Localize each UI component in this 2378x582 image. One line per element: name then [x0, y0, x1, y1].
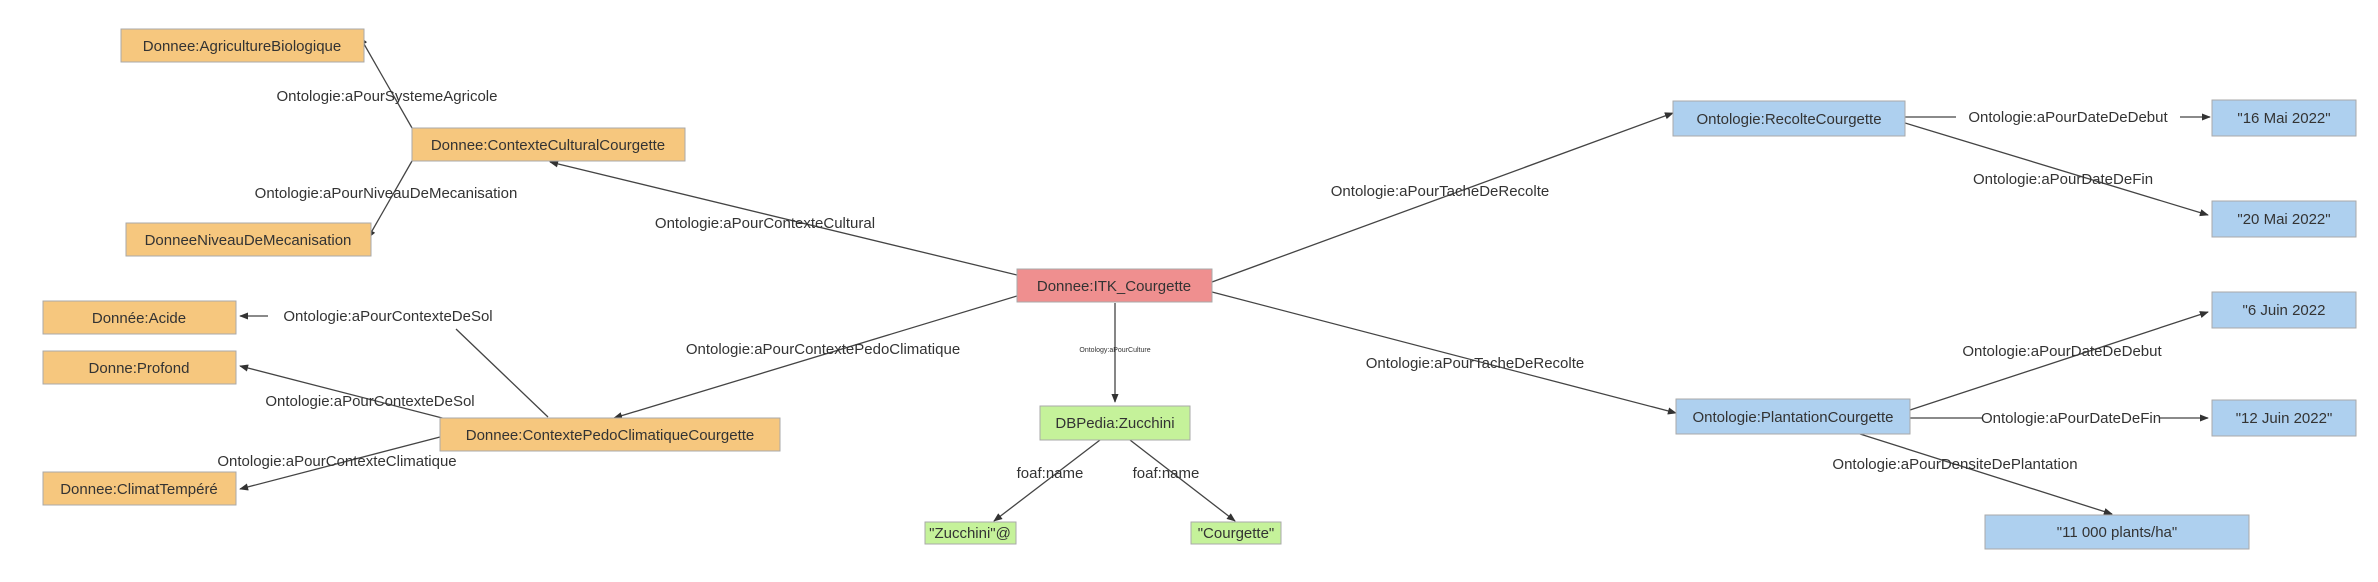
svg-text:Ontologie:PlantationCourgette: Ontologie:PlantationCourgette: [1693, 409, 1894, 426]
edge-label-contexte-sol-1: Ontologie:aPourContexteDeSol: [283, 308, 492, 325]
edge-label-foaf-name-1: foaf:name: [1017, 465, 1084, 482]
edge-label-date-debut-2: Ontologie:aPourDateDeDebut: [1962, 343, 2162, 360]
edge-date-fin-1: Ontologie:aPourDateDeFin: [1904, 122, 2209, 217]
node-densite-plantation: "11 000 plants/ha": [1984, 514, 2250, 550]
edge-label-culture: Ontology:aPourCulture: [1079, 347, 1150, 354]
edge-densite: Ontologie:aPourDensiteDePlantation: [1832, 433, 2113, 515]
node-pedo-climatique: Donnee:ContextePedoClimatiqueCourgette: [439, 417, 781, 452]
node-dbpedia-zucchini: DBPedia:Zucchini: [1039, 405, 1191, 441]
edge-date-debut-1: Ontologie:aPourDateDeDebut: [1905, 109, 2211, 126]
node-name-zucchini: "Zucchini"@: [924, 521, 1017, 545]
node-name-courgette: "Courgette": [1190, 521, 1282, 545]
node-profond: Donne:Profond: [42, 350, 237, 385]
svg-text:"16 Mai 2022": "16 Mai 2022": [2237, 110, 2330, 127]
svg-text:"12 Juin 2022": "12 Juin 2022": [2236, 410, 2333, 427]
edge-label-tache-recolte-1: Ontologie:aPourTacheDeRecolte: [1331, 183, 1549, 200]
svg-text:"11 000 plants/ha": "11 000 plants/ha": [2057, 524, 2177, 541]
edge-tache-recolte-2: Ontologie:aPourTacheDeRecolte: [1211, 291, 1677, 415]
edge-foaf-name-2: foaf:name: [1129, 439, 1236, 522]
edge-label-contexte-cultural: Ontologie:aPourContexteCultural: [655, 215, 875, 232]
edge-foaf-name-1: foaf:name: [993, 439, 1101, 522]
svg-text:DBPedia:Zucchini: DBPedia:Zucchini: [1055, 415, 1174, 432]
edge-label-contexte-pedo: Ontologie:aPourContextePedoClimatique: [686, 341, 960, 358]
edge-label-date-fin-1: Ontologie:aPourDateDeFin: [1973, 171, 2153, 188]
edge-contexte-sol-2: Ontologie:aPourContexteDeSol: [239, 364, 475, 421]
svg-text:Donnee:ClimatTempéré: Donnee:ClimatTempéré: [60, 481, 218, 498]
node-agriculture-biologique: Donnee:AgricultureBiologique: [120, 28, 365, 63]
edge-date-fin-2: Ontologie:aPourDateDeFin: [1910, 410, 2209, 427]
svg-text:Ontologie:RecolteCourgette: Ontologie:RecolteCourgette: [1696, 111, 1881, 128]
svg-text:"Zucchini"@: "Zucchini"@: [929, 525, 1011, 542]
node-niveau-mecanisation: DonneeNiveauDeMecanisation: [125, 222, 372, 257]
node-plantation-courgette: Ontologie:PlantationCourgette: [1675, 398, 1911, 435]
svg-text:Donnee:AgricultureBiologique: Donnee:AgricultureBiologique: [143, 38, 341, 55]
svg-text:"Courgette": "Courgette": [1198, 525, 1275, 542]
edge-label-foaf-name-2: foaf:name: [1133, 465, 1200, 482]
edge-label-niveau-mecanisation: Ontologie:aPourNiveauDeMecanisation: [255, 185, 518, 202]
svg-text:Donnee:ITK_Courgette: Donnee:ITK_Courgette: [1037, 278, 1191, 295]
node-recolte-courgette: Ontologie:RecolteCourgette: [1672, 100, 1906, 137]
node-date-6-juin: "6 Juin 2022: [2211, 291, 2357, 329]
node-acide: Donnée:Acide: [42, 300, 237, 335]
node-date-16-mai: "16 Mai 2022": [2211, 99, 2357, 137]
svg-text:Donnée:Acide: Donnée:Acide: [92, 310, 186, 327]
node-contexte-cultural: Donnee:ContexteCulturalCourgette: [411, 127, 686, 162]
svg-text:Donne:Profond: Donne:Profond: [89, 360, 190, 377]
svg-text:Donnee:ContextePedoClimatiqueC: Donnee:ContextePedoClimatiqueCourgette: [466, 427, 755, 444]
node-itk-courgette: Donnee:ITK_Courgette: [1016, 268, 1213, 303]
node-date-20-mai: "20 Mai 2022": [2211, 200, 2357, 238]
svg-text:"6 Juin 2022: "6 Juin 2022: [2243, 302, 2326, 319]
node-climat-tempere: Donnee:ClimatTempéré: [42, 471, 237, 506]
edge-label-tache-recolte-2: Ontologie:aPourTacheDeRecolte: [1366, 355, 1584, 372]
node-date-12-juin: "12 Juin 2022": [2211, 399, 2357, 437]
edge-systeme-agricole: Ontologie:aPourSystemeAgricole: [277, 36, 498, 129]
edge-contexte-climatique: Ontologie:aPourContexteClimatique: [217, 436, 457, 491]
edge-niveau-mecanisation: Ontologie:aPourNiveauDeMecanisation: [255, 160, 518, 239]
svg-text:Donnee:ContexteCulturalCourget: Donnee:ContexteCulturalCourgette: [431, 137, 665, 154]
edge-label-contexte-climatique: Ontologie:aPourContexteClimatique: [217, 453, 456, 470]
edge-tache-recolte-1: Ontologie:aPourTacheDeRecolte: [1211, 112, 1674, 283]
edge-label-date-debut-1: Ontologie:aPourDateDeDebut: [1968, 109, 2168, 126]
svg-text:DonneeNiveauDeMecanisation: DonneeNiveauDeMecanisation: [145, 232, 352, 249]
edge-date-debut-2: Ontologie:aPourDateDeDebut: [1909, 311, 2209, 411]
edge-contexte-pedo: Ontologie:aPourContextePedoClimatique: [613, 295, 1018, 420]
edge-contexte-cultural: Ontologie:aPourContexteCultural: [549, 160, 1018, 276]
edge-label-date-fin-2: Ontologie:aPourDateDeFin: [1981, 410, 2161, 427]
edge-label-systeme-agricole: Ontologie:aPourSystemeAgricole: [277, 88, 498, 105]
edge-contexte-sol-1: Ontologie:aPourContexteDeSol: [239, 308, 549, 418]
edge-label-contexte-sol-2: Ontologie:aPourContexteDeSol: [265, 393, 474, 410]
svg-text:"20 Mai 2022": "20 Mai 2022": [2237, 211, 2330, 228]
edge-label-densite: Ontologie:aPourDensiteDePlantation: [1832, 456, 2077, 473]
edge-culture: Ontology:aPourCulture: [1079, 303, 1151, 403]
